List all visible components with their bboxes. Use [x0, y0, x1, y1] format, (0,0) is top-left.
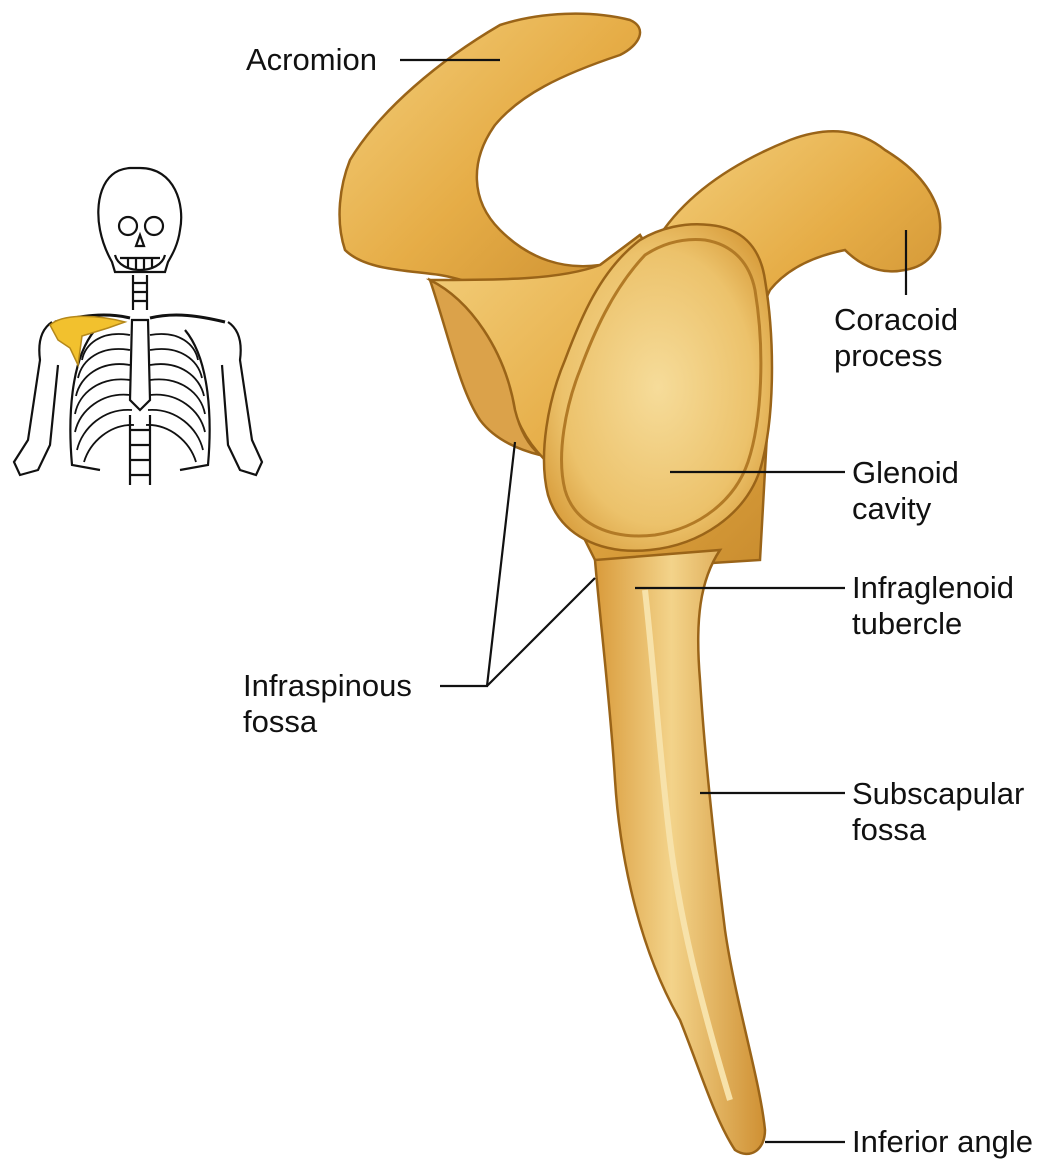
- leader-infraspinous-fossa-2: [487, 578, 595, 686]
- label-infraglenoid-line1: Infraglenoid: [852, 570, 1014, 606]
- label-inferior-angle-text: Inferior angle: [852, 1124, 1033, 1160]
- label-inferior-angle: Inferior angle: [852, 1124, 1033, 1160]
- arm-left: [14, 322, 58, 475]
- label-subscapular-fossa: Subscapular fossa: [852, 776, 1024, 848]
- cervical-spine: [133, 275, 147, 310]
- scapula-bone: [340, 14, 941, 1154]
- skull-outline: [98, 168, 181, 272]
- label-infraspinous-line1: Infraspinous: [243, 668, 412, 704]
- label-glenoid-line2: cavity: [852, 491, 959, 527]
- clavicle-right: [150, 315, 225, 322]
- label-glenoid-line1: Glenoid: [852, 455, 959, 491]
- label-coracoid-line2: process: [834, 338, 958, 374]
- label-acromion-text: Acromion: [246, 42, 377, 78]
- label-infraspinous-fossa: Infraspinous fossa: [243, 668, 412, 740]
- arm-right: [222, 322, 262, 475]
- label-subscapular-line2: fossa: [852, 812, 1024, 848]
- sternum: [130, 320, 150, 410]
- label-acromion: Acromion: [246, 42, 377, 78]
- leader-infraspinous-fossa: [440, 442, 515, 686]
- label-subscapular-line1: Subscapular: [852, 776, 1024, 812]
- skeleton-inset: [14, 168, 262, 485]
- label-infraspinous-line2: fossa: [243, 704, 412, 740]
- label-coracoid-process: Coracoid process: [834, 302, 958, 374]
- label-infraglenoid-line2: tubercle: [852, 606, 1014, 642]
- label-glenoid-cavity: Glenoid cavity: [852, 455, 959, 527]
- lateral-border-shaft: [595, 550, 765, 1154]
- label-infraglenoid-tubercle: Infraglenoid tubercle: [852, 570, 1014, 642]
- label-coracoid-line1: Coracoid: [834, 302, 958, 338]
